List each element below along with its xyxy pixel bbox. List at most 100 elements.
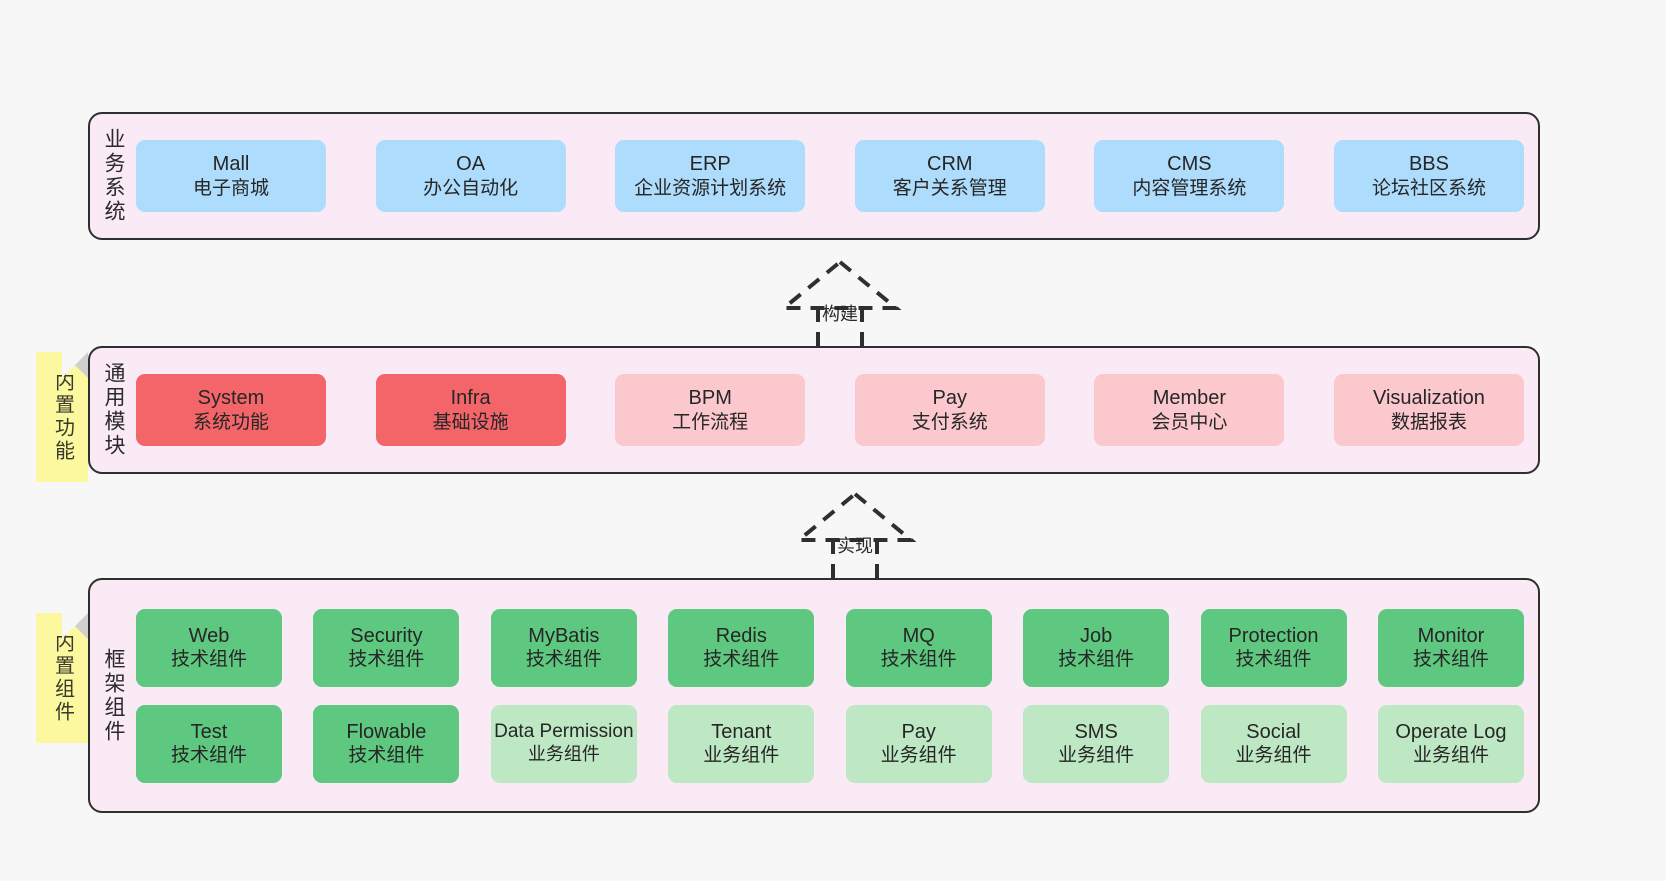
note-fold-cut-icon	[62, 613, 88, 639]
card-erp[interactable]: ERP 企业资源计划系统	[615, 140, 806, 212]
layer-framework-components: 框架组件 Web 技术组件 Security 技术组件 MyBatis 技术组件…	[88, 578, 1540, 813]
card-pay-component[interactable]: Pay 业务组件	[845, 704, 992, 783]
card-oa[interactable]: OA 办公自动化	[375, 140, 566, 212]
card-title-en: OA	[456, 153, 486, 176]
card-title-cn: 业务组件	[527, 743, 600, 764]
card-title-cn: 技术组件	[348, 649, 425, 671]
connector-build: 构建	[760, 258, 920, 354]
layer-row: Test 技术组件 Flowable 技术组件 Data Permission …	[136, 704, 1524, 783]
card-crm[interactable]: CRM 客户关系管理	[854, 140, 1045, 212]
layer-business-system: 业务系统 Mall 电子商城 OA 办公自动化 ERP 企业资源计划系统 CRM…	[88, 112, 1540, 240]
card-mall[interactable]: Mall 电子商城	[136, 140, 326, 212]
card-data-permission[interactable]: Data Permission 业务组件	[490, 704, 637, 783]
layer-row: Mall 电子商城 OA 办公自动化 ERP 企业资源计划系统 CRM 客户关系…	[136, 140, 1524, 212]
card-title-cn: 业务组件	[1235, 745, 1312, 767]
card-title-en: CRM	[927, 153, 973, 176]
card-title-en: BPM	[688, 387, 732, 410]
card-title-en: Operate Log	[1395, 720, 1507, 743]
card-security[interactable]: Security 技术组件	[313, 608, 460, 687]
layer-title-business-system: 业务系统	[102, 128, 126, 224]
card-title-en: MyBatis	[528, 624, 600, 647]
card-job[interactable]: Job 技术组件	[1023, 608, 1170, 687]
card-redis[interactable]: Redis 技术组件	[668, 608, 815, 687]
card-title-cn: 内容管理系统	[1132, 177, 1247, 199]
card-title-en: Web	[188, 624, 230, 647]
card-title-cn: 企业资源计划系统	[634, 177, 787, 199]
card-title-cn: 支付系统	[911, 411, 988, 433]
card-title-cn: 数据报表	[1390, 411, 1467, 433]
card-title-cn: 工作流程	[672, 411, 749, 433]
card-mq[interactable]: MQ 技术组件	[845, 608, 992, 687]
card-protection[interactable]: Protection 技术组件	[1200, 608, 1347, 687]
card-operate-log[interactable]: Operate Log 业务组件	[1377, 704, 1524, 783]
card-member[interactable]: Member 会员中心	[1094, 374, 1285, 446]
card-web[interactable]: Web 技术组件	[136, 608, 282, 687]
card-title-en: Redis	[715, 624, 767, 647]
card-monitor[interactable]: Monitor 技术组件	[1377, 608, 1524, 687]
card-flowable[interactable]: Flowable 技术组件	[313, 704, 460, 783]
card-title-en: Pay	[932, 387, 968, 410]
card-title-en: Mall	[212, 153, 250, 176]
layer-title-framework-components: 框架组件	[102, 647, 126, 744]
card-tenant[interactable]: Tenant 业务组件	[668, 704, 815, 783]
note-builtin-components: 内置组件	[36, 613, 88, 743]
connector-build-label: 构建	[822, 304, 858, 324]
card-title-en: MQ	[902, 624, 935, 647]
card-infra[interactable]: Infra 基础设施	[375, 374, 566, 446]
layer-title-common-modules: 通用模块	[102, 362, 126, 458]
card-mybatis[interactable]: MyBatis 技术组件	[490, 608, 637, 687]
card-title-en: Infra	[450, 387, 491, 410]
layer-body-business-system: Mall 电子商城 OA 办公自动化 ERP 企业资源计划系统 CRM 客户关系…	[136, 114, 1538, 238]
card-system[interactable]: System 系统功能	[136, 374, 326, 446]
card-title-cn: 业务组件	[1412, 745, 1489, 767]
card-title-en: Visualization	[1373, 387, 1485, 410]
card-title-cn: 技术组件	[170, 745, 247, 767]
note-label: 内置功能	[51, 371, 74, 463]
card-title-en: BBS	[1408, 153, 1449, 176]
card-title-cn: 基础设施	[432, 411, 509, 433]
card-title-cn: 业务组件	[880, 745, 957, 767]
card-pay[interactable]: Pay 支付系统	[854, 374, 1045, 446]
card-visualization[interactable]: Visualization 数据报表	[1333, 374, 1524, 446]
card-title-en: Member	[1152, 387, 1227, 410]
card-title-cn: 论坛社区系统	[1371, 177, 1486, 199]
card-title-en: CMS	[1167, 153, 1212, 176]
card-title-cn: 技术组件	[1412, 649, 1489, 671]
layer-row: System 系统功能 Infra 基础设施 BPM 工作流程 Pay 支付系统…	[136, 374, 1524, 446]
card-title-en: Protection	[1228, 624, 1319, 647]
layer-body-framework-components: Web 技术组件 Security 技术组件 MyBatis 技术组件 Redi…	[136, 580, 1538, 811]
card-title-en: Data Permission	[494, 721, 634, 743]
card-title-en: SMS	[1074, 720, 1118, 743]
card-title-cn: 系统功能	[192, 411, 269, 433]
card-title-cn: 办公自动化	[423, 177, 519, 199]
card-title-en: Security	[350, 624, 423, 647]
connector-implement-label: 实现	[837, 536, 873, 556]
card-title-en: Pay	[901, 720, 936, 743]
layer-common-modules: 通用模块 System 系统功能 Infra 基础设施 BPM 工作流程 Pay…	[88, 346, 1540, 474]
layer-body-common-modules: System 系统功能 Infra 基础设施 BPM 工作流程 Pay 支付系统…	[136, 348, 1538, 472]
connector-implement: 实现	[775, 490, 935, 586]
card-bbs[interactable]: BBS 论坛社区系统	[1333, 140, 1524, 212]
card-title-en: Test	[190, 720, 228, 743]
note-fold-cut-icon	[62, 352, 88, 378]
card-title-en: Job	[1079, 624, 1113, 647]
card-bpm[interactable]: BPM 工作流程	[615, 374, 806, 446]
card-title-cn: 技术组件	[348, 745, 425, 767]
card-sms[interactable]: SMS 业务组件	[1023, 704, 1170, 783]
card-title-cn: 电子商城	[192, 177, 269, 199]
card-title-cn: 客户关系管理	[892, 177, 1007, 199]
note-builtin-features: 内置功能	[36, 352, 88, 482]
card-test[interactable]: Test 技术组件	[136, 704, 282, 783]
card-title-cn: 技术组件	[1058, 649, 1135, 671]
card-title-en: Flowable	[346, 720, 427, 743]
card-title-en: Social	[1246, 720, 1301, 743]
card-title-en: System	[197, 387, 265, 410]
card-title-cn: 业务组件	[1058, 745, 1135, 767]
card-social[interactable]: Social 业务组件	[1200, 704, 1347, 783]
card-title-cn: 技术组件	[880, 649, 957, 671]
card-title-en: ERP	[689, 153, 731, 176]
card-title-cn: 技术组件	[170, 649, 247, 671]
card-cms[interactable]: CMS 内容管理系统	[1094, 140, 1285, 212]
card-title-en: Monitor	[1417, 624, 1485, 647]
